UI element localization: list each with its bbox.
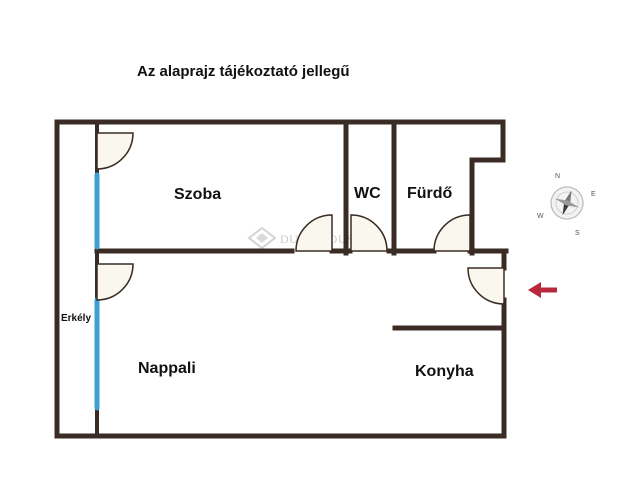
room-label-erkely: Erkély <box>61 313 91 324</box>
compass-label-e: E <box>591 191 596 198</box>
compass-label-n: N <box>555 173 560 180</box>
entrance-arrow-icon <box>528 282 557 298</box>
door-balcony-lower <box>96 263 134 301</box>
door-balcony-upper <box>96 132 134 170</box>
door-szoba <box>295 214 333 252</box>
compass-rose-icon <box>550 186 584 220</box>
room-label-nappali: Nappali <box>138 360 196 377</box>
house-logo-icon <box>247 226 277 250</box>
outer-wall <box>54 119 507 439</box>
room-label-konyha: Konyha <box>415 363 474 380</box>
room-label-szoba: Szoba <box>174 186 221 203</box>
doors <box>96 132 505 305</box>
compass-label-w: W <box>537 213 544 220</box>
room-label-furdo: Fürdő <box>407 185 453 202</box>
door-furdo <box>433 214 471 252</box>
plan-title: Az alaprajz tájékoztató jellegű <box>137 63 350 80</box>
door-entrance <box>467 267 505 305</box>
door-wc <box>350 214 388 252</box>
compass-label-s: S <box>575 230 580 237</box>
walls <box>54 119 509 439</box>
room-label-wc: WC <box>354 185 381 202</box>
